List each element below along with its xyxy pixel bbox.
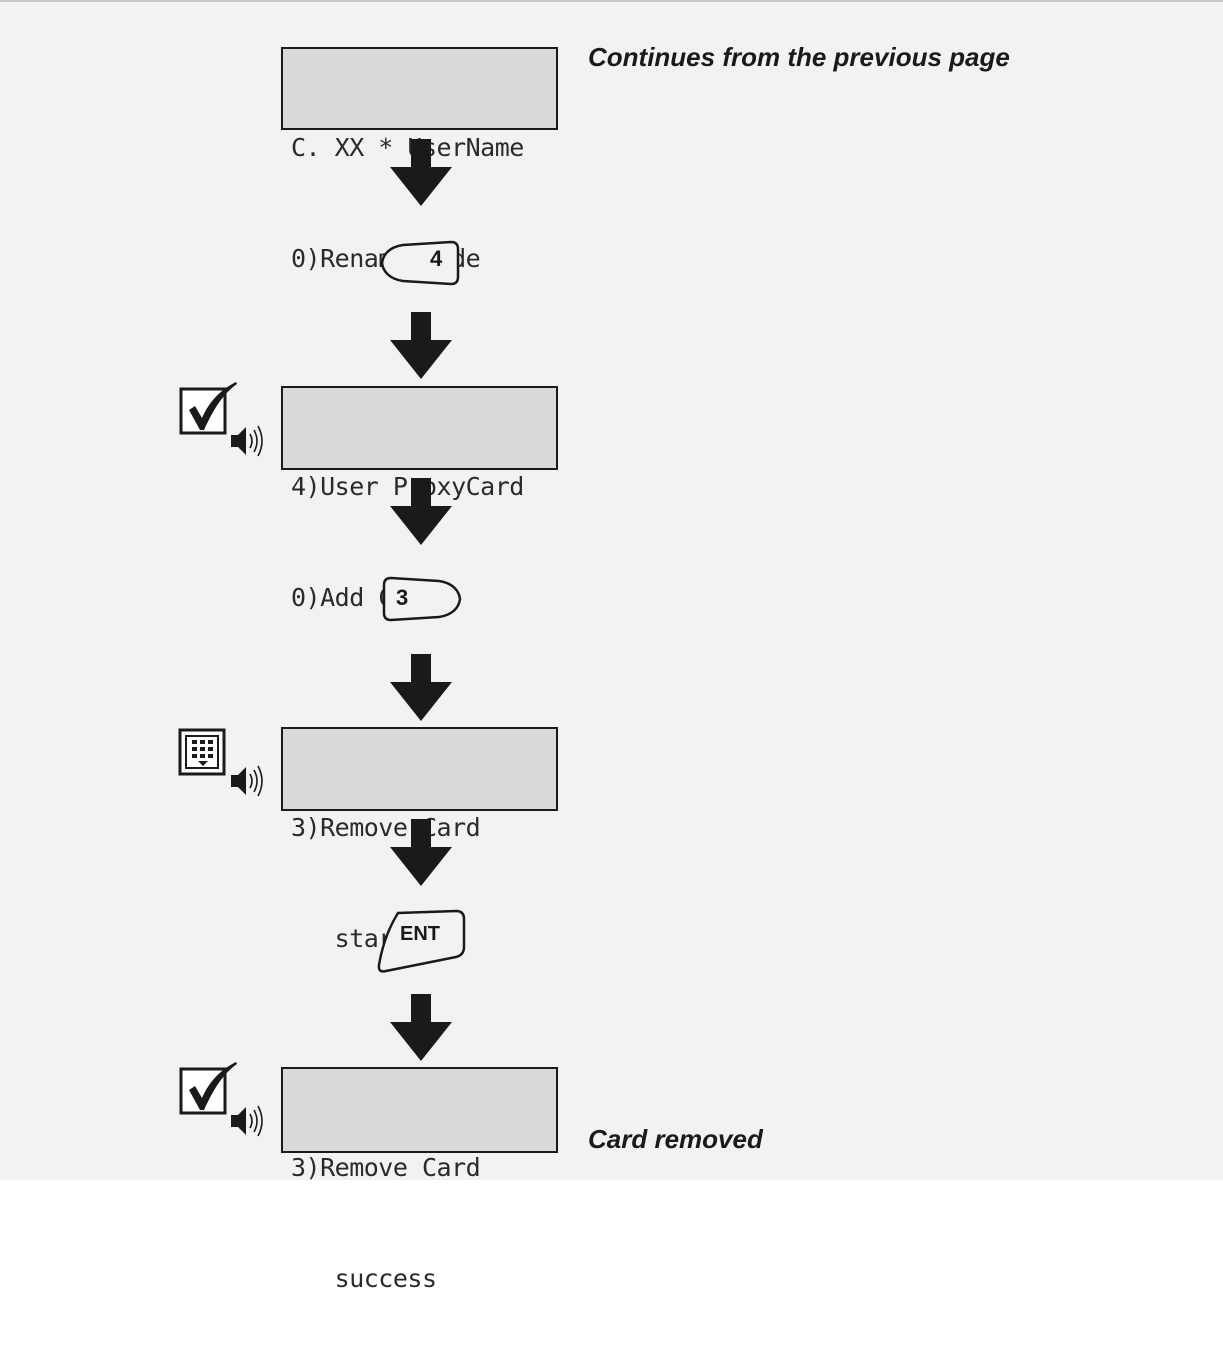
diagram-canvas: Continues from the previous page C. XX *…	[0, 0, 1223, 1293]
lcd-line-2: success	[291, 1264, 437, 1293]
down-arrow-icon	[390, 312, 452, 379]
lcd-screen-rename-code: C. XX * UserName 0)Rename code	[281, 47, 558, 273]
lcd-screen-remove-card-success: 3)Remove Card success	[281, 1067, 558, 1293]
lcd-line-1: 3)Remove Card	[291, 1153, 481, 1182]
key-3-button[interactable]	[379, 575, 463, 623]
key-ent-label: ENT	[400, 923, 440, 945]
card-removed-note: Card removed	[588, 1124, 763, 1154]
down-arrow-icon	[390, 139, 452, 206]
lcd-screen-remove-card-start: 3)Remove Card start?	[281, 727, 558, 953]
keypad-icon	[178, 728, 226, 776]
key-4-label: 4	[430, 246, 443, 271]
lcd-screen-user-proxycard: 4)User ProxyCard 0)Add Card	[281, 386, 558, 612]
key-3-label: 3	[396, 585, 409, 610]
down-arrow-icon	[390, 994, 452, 1061]
continues-note: Continues from the previous page	[588, 42, 1010, 72]
lcd-line-1: 3)Remove Card	[291, 813, 481, 842]
down-arrow-icon	[390, 478, 452, 545]
down-arrow-icon	[390, 654, 452, 721]
down-arrow-icon	[390, 819, 452, 886]
speaker-icon	[231, 425, 263, 457]
checkmark-box-icon	[179, 382, 237, 435]
checkmark-box-icon	[179, 1062, 237, 1115]
speaker-icon	[231, 765, 263, 797]
key-ent-button[interactable]	[374, 907, 468, 975]
speaker-icon	[231, 1105, 263, 1137]
key-4-button[interactable]	[379, 239, 463, 287]
